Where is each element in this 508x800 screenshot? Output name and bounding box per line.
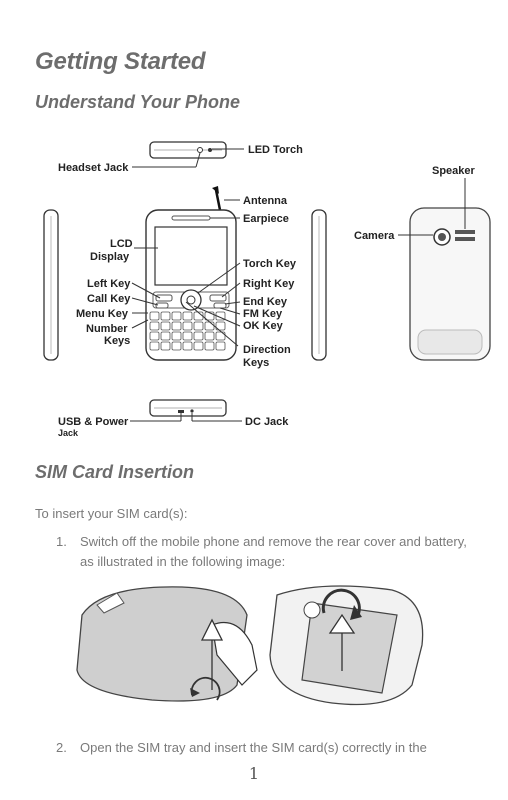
label-headset-jack: Headset Jack [58, 162, 129, 174]
label-lcd-display-2: Display [90, 251, 130, 263]
label-lcd-display-1: LCD [110, 238, 133, 250]
label-usb-power-1: USB & Power [58, 416, 129, 428]
step-text: Open the SIM tray and insert the SIM car… [80, 740, 427, 755]
key [171, 341, 182, 351]
page-number: 1 [248, 764, 260, 783]
intro-text: To insert your SIM card(s): [35, 506, 188, 521]
key [193, 321, 204, 331]
label-number-keys-1: Number [86, 323, 128, 335]
label-camera: Camera [354, 230, 395, 242]
key [215, 331, 226, 341]
label-direction-keys-1: Direction [243, 344, 291, 356]
key [149, 341, 160, 351]
rear-cover-removal [76, 586, 258, 702]
step-number: 2. [56, 740, 67, 755]
key [149, 321, 160, 331]
key [182, 311, 193, 321]
phone-top-view [149, 141, 227, 159]
phone-diagram: Headset Jack LED Torch Antenna Earpiec [43, 141, 491, 438]
key [160, 311, 171, 321]
section-heading-sim: SIM Card Insertion [35, 462, 195, 482]
key [215, 341, 226, 351]
label-dc-jack: DC Jack [245, 416, 289, 428]
label-direction-keys-2: Keys [243, 357, 269, 369]
label-left-key: Left Key [87, 278, 131, 290]
key [215, 321, 226, 331]
key [182, 341, 193, 351]
key [193, 331, 204, 341]
key [149, 331, 160, 341]
key [160, 321, 171, 331]
phone-right-side [311, 209, 327, 361]
label-torch-key: Torch Key [243, 258, 297, 270]
page-title: Getting Started [35, 48, 206, 75]
label-antenna: Antenna [243, 195, 288, 207]
key [204, 321, 215, 331]
label-right-key: Right Key [243, 278, 295, 290]
key [171, 311, 182, 321]
section-heading-understand: Understand Your Phone [35, 92, 241, 112]
phone-left-side [43, 209, 59, 361]
phone-bottom-view [149, 399, 227, 417]
key [182, 331, 193, 341]
phone-back-view [409, 207, 491, 361]
battery-removal-illustration [76, 585, 424, 706]
label-earpiece: Earpiece [243, 213, 289, 225]
label-call-key: Call Key [87, 293, 131, 305]
label-speaker: Speaker [432, 165, 476, 177]
key [193, 341, 204, 351]
label-ok-key: OK Key [243, 320, 284, 332]
key [160, 331, 171, 341]
key [204, 341, 215, 351]
key [149, 311, 160, 321]
label-usb-power-2: Jack [58, 428, 79, 438]
label-end-key: End Key [243, 296, 288, 308]
label-fm-key: FM Key [243, 308, 283, 320]
step-text: Switch off the mobile phone and remove t… [80, 534, 467, 569]
keypad [149, 311, 226, 351]
key [171, 331, 182, 341]
label-menu-key: Menu Key [76, 308, 129, 320]
key [171, 321, 182, 331]
label-led-torch: LED Torch [248, 144, 303, 156]
battery-removal [269, 585, 424, 706]
label-number-keys-2: Keys [104, 335, 130, 347]
step-number: 1. [56, 534, 67, 549]
key [204, 331, 215, 341]
key [182, 321, 193, 331]
key [160, 341, 171, 351]
